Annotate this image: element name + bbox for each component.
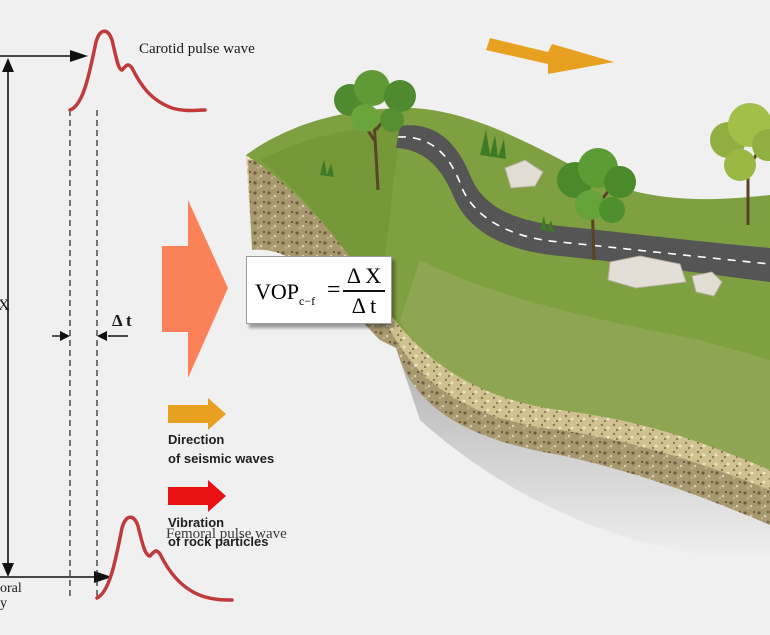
- rock: [607, 255, 687, 289]
- legend-seismic-line2: of seismic waves: [168, 451, 275, 466]
- delta-x-label: X: [0, 297, 10, 314]
- tree: [710, 103, 770, 225]
- vop-formula-box: VOP c−f = Δ X Δ t: [246, 256, 392, 324]
- big-direction-arrow: [162, 200, 228, 378]
- formula-numerator: Δ X: [346, 263, 382, 288]
- femoral-artery-label-line2: y: [0, 596, 7, 611]
- femoral-wave-label: Femoral pulse wave: [166, 526, 287, 542]
- delta-t-arrows: [52, 331, 128, 341]
- road: [396, 125, 770, 283]
- tree: [557, 148, 636, 261]
- tree: [334, 70, 416, 191]
- formula-denominator: Δ t: [351, 293, 377, 318]
- rock: [504, 159, 544, 189]
- carotid-pulse-wave: [68, 29, 207, 113]
- terrain-block: [246, 70, 770, 560]
- femoral-pulse-wave: [95, 515, 234, 602]
- delta-t-label: Δ t: [112, 311, 132, 330]
- carotid-wave-label: Carotid pulse wave: [139, 41, 255, 57]
- legend-vibration-line2: of rock particles: [168, 534, 269, 549]
- legend-vibration-line1: Vibration: [168, 515, 225, 530]
- legend-red-arrow: [168, 480, 226, 512]
- femoral-pointer-arrow: [0, 571, 112, 583]
- formula-subscript: c−f: [299, 294, 316, 308]
- formula-equals: =: [327, 277, 341, 303]
- delta-x-measure: [2, 58, 14, 577]
- grass-tufts: [320, 130, 554, 232]
- legend-seismic-line1: Direction: [168, 432, 225, 447]
- formula-lhs: VOP: [255, 279, 300, 304]
- femoral-artery-label-line1: oral: [0, 581, 22, 596]
- formula-fraction-bar: [343, 290, 385, 292]
- rock: [691, 271, 723, 297]
- seismic-direction-arrow: [486, 38, 614, 74]
- carotid-pointer-arrow: [0, 50, 88, 62]
- legend-orange-arrow: [168, 398, 226, 430]
